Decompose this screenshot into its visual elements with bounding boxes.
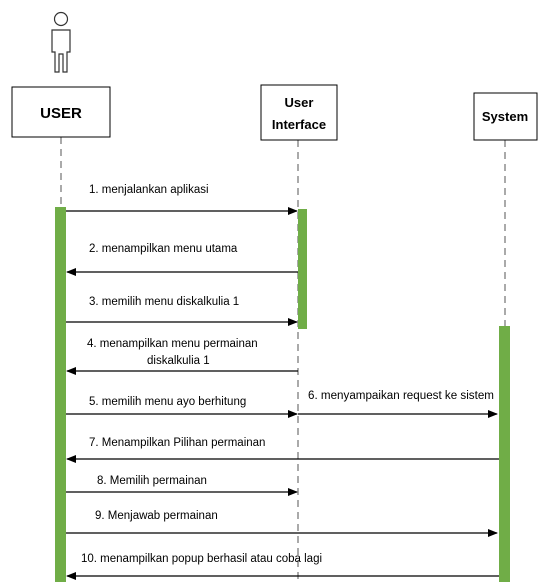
message-2-label: 2. menampilkan menu utama [89, 243, 238, 255]
message-10: 10. menampilkan popup berhasil atau coba… [66, 553, 499, 580]
participant-ui-label-line1: User [285, 95, 314, 110]
message-5: 5. memilih menu ayo berhitung [66, 396, 298, 418]
message-8: 8. Memilih permainan [66, 475, 298, 496]
message-6: 6. menyampaikan request ke sistem [298, 390, 498, 418]
participant-system: System [473, 92, 538, 141]
message-10-label: 10. menampilkan popup berhasil atau coba… [81, 553, 322, 565]
user-activation-bar [55, 207, 66, 582]
message-6-label: 6. menyampaikan request ke sistem [308, 390, 494, 402]
system-activation-bar [499, 326, 510, 582]
message-9-label: 9. Menjawab permainan [95, 510, 218, 522]
participant-user-label: USER [40, 105, 82, 122]
message-3: 3. memilih menu diskalkulia 1 [66, 296, 298, 326]
message-4-label-line2: diskalkulia 1 [147, 355, 210, 367]
message-5-label: 5. memilih menu ayo berhitung [89, 396, 246, 408]
message-2: 2. menampilkan menu utama [66, 243, 298, 276]
message-1-label: 1. menjalankan aplikasi [89, 184, 209, 196]
message-9: 9. Menjawab permainan [66, 510, 498, 537]
participant-system-label: System [482, 109, 528, 124]
message-1: 1. menjalankan aplikasi [66, 184, 298, 215]
stick-figure-actor-icon [51, 11, 71, 73]
participant-user: USER [11, 86, 111, 138]
ui-activation-bar [298, 209, 307, 329]
message-8-label: 8. Memilih permainan [97, 475, 207, 487]
message-7-label: 7. Menampilkan Pilihan permainan [89, 437, 265, 449]
message-7: 7. Menampilkan Pilihan permainan [66, 437, 499, 463]
message-3-label: 3. memilih menu diskalkulia 1 [89, 296, 239, 308]
participant-user-interface: User Interface [260, 84, 338, 141]
message-4-label-line1: 4. menampilkan menu permainan [87, 338, 258, 350]
participant-ui-label-line2: Interface [272, 117, 326, 132]
message-4: 4. menampilkan menu permainan diskalkuli… [66, 338, 298, 375]
